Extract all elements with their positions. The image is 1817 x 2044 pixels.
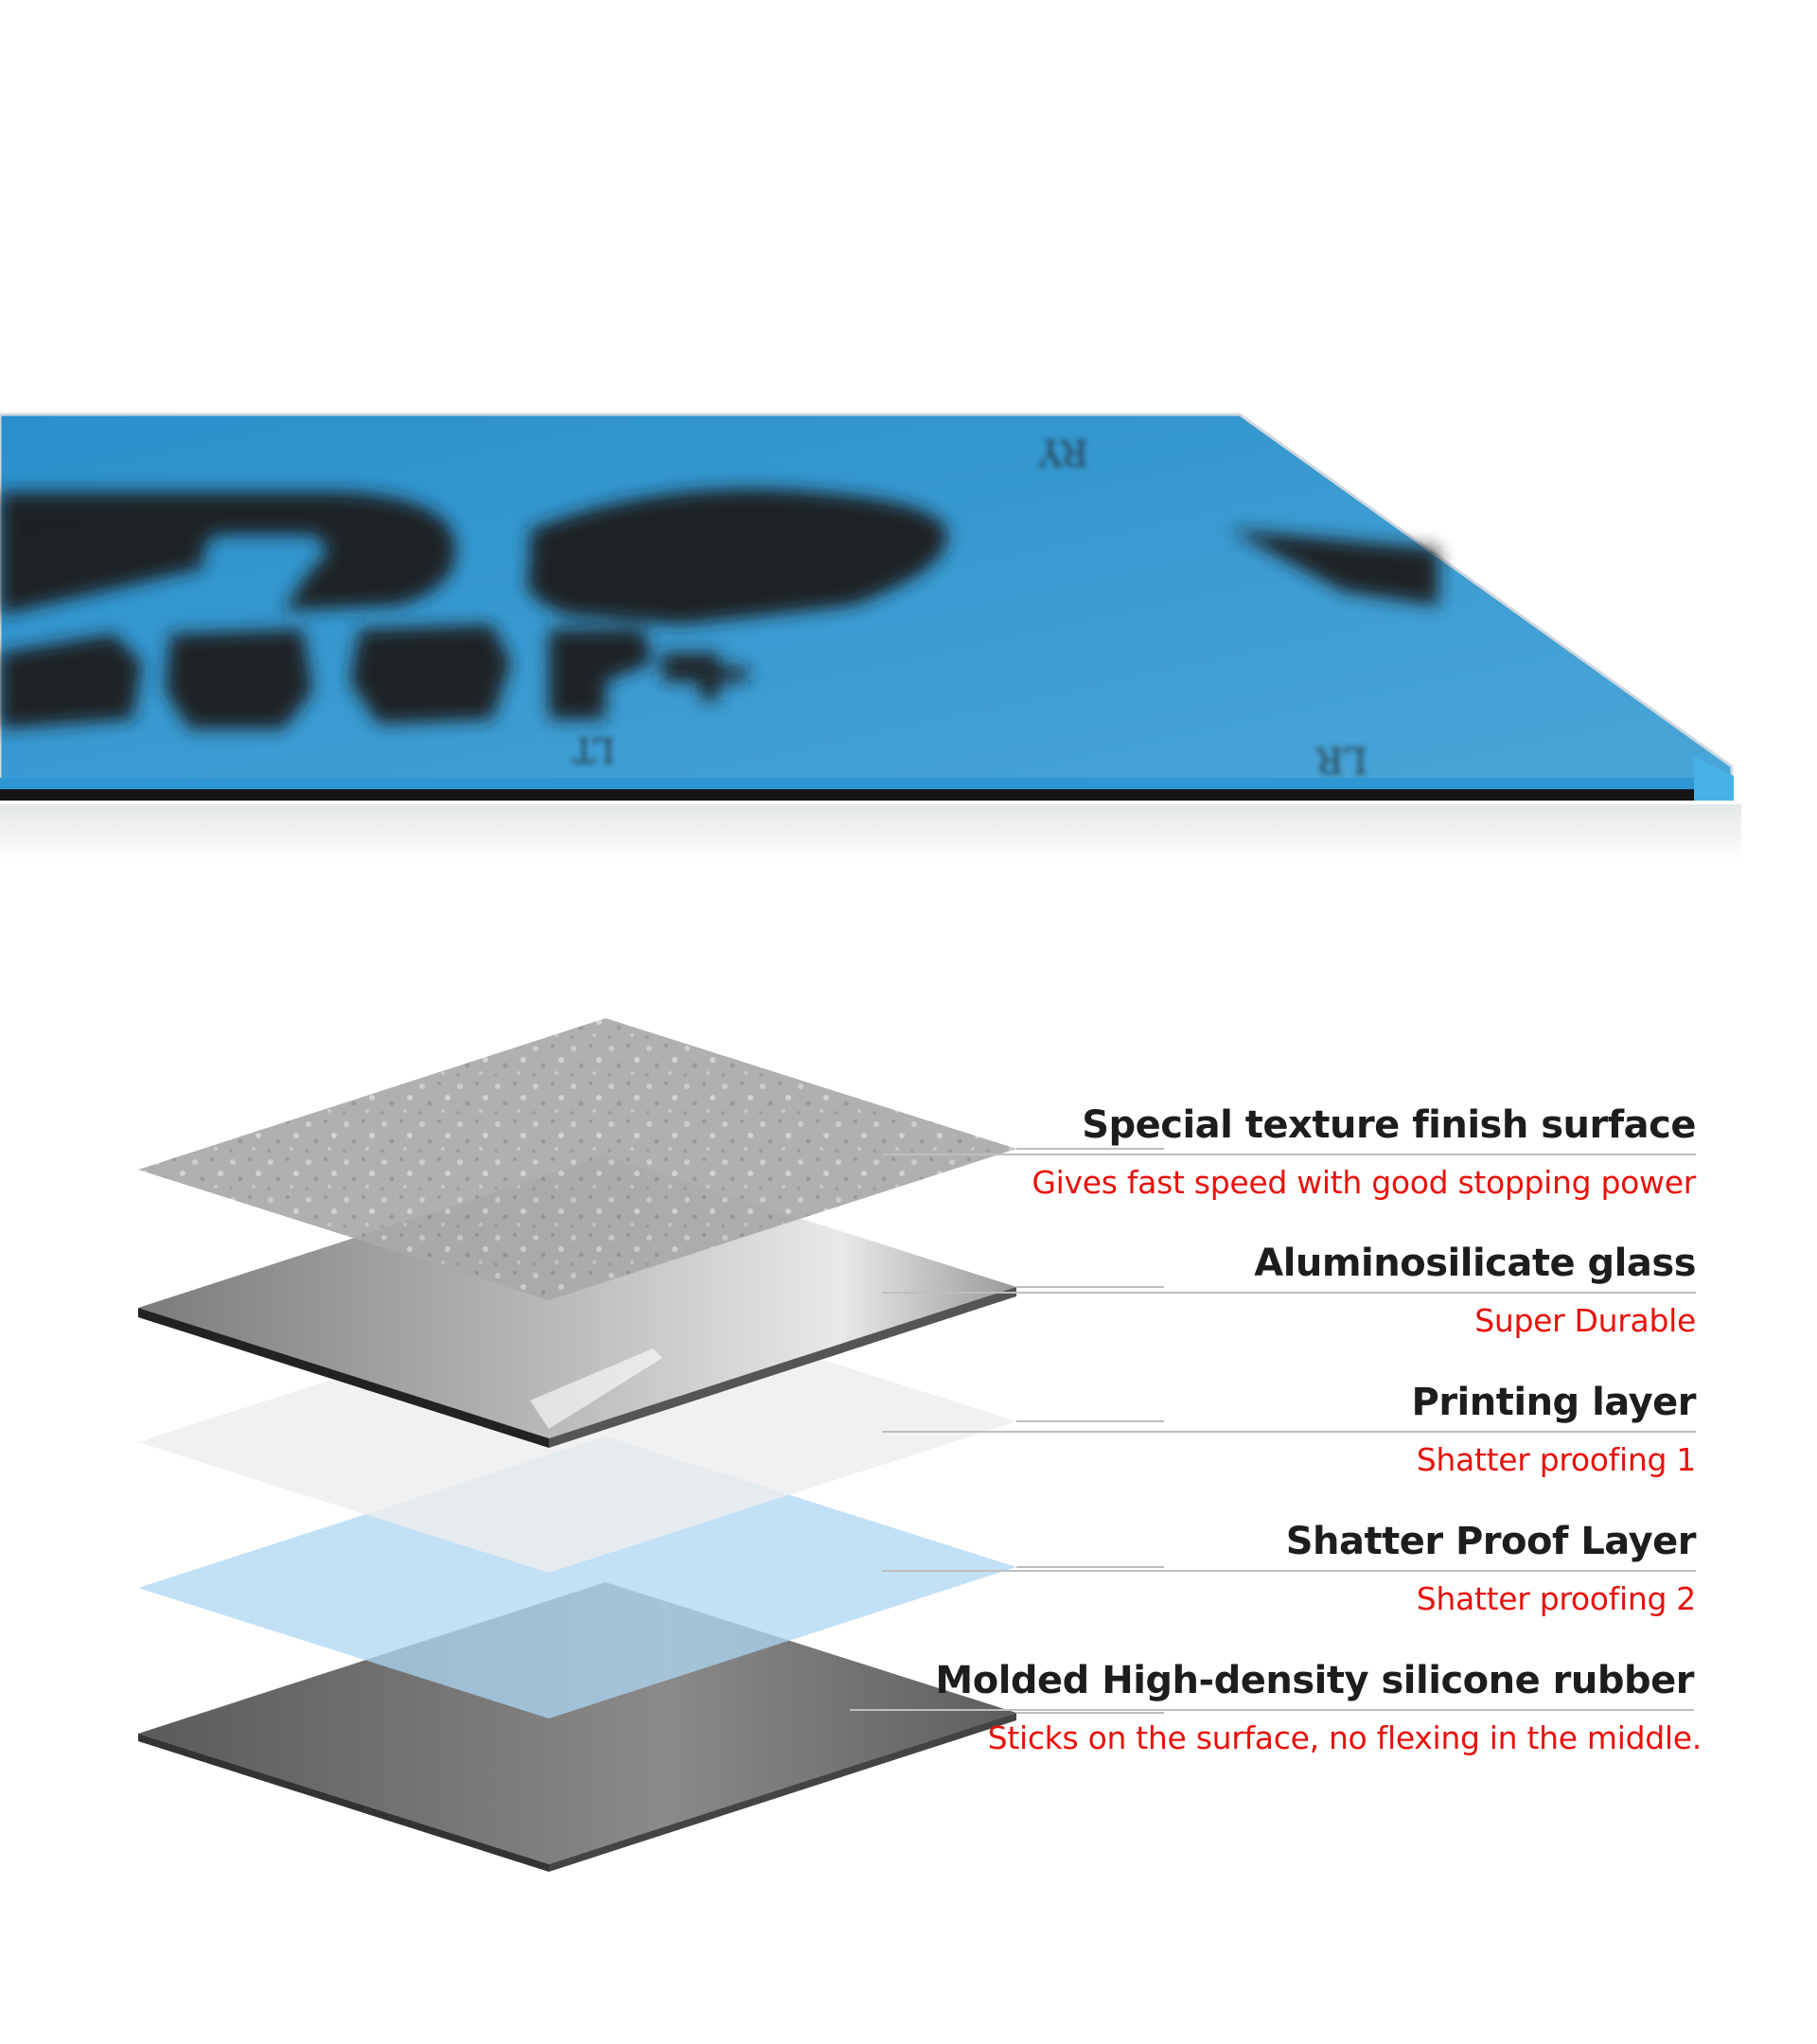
svg-text:LT: LT xyxy=(573,730,615,768)
layer-label-texture: Special texture finish surface Gives fas… xyxy=(882,1102,1697,1203)
divider xyxy=(882,1570,1696,1572)
layer-label-glass: Aluminosilicate glass Super Durable xyxy=(882,1241,1697,1341)
svg-text:RY: RY xyxy=(1038,432,1088,473)
leader-lines xyxy=(1016,1148,1164,1714)
product-photo: RY LT LR xyxy=(0,413,1741,861)
layer-subtitle: Shatter proofing 2 xyxy=(1416,1580,1697,1617)
mousepad-surface xyxy=(0,413,1734,793)
layer-shatter-proof xyxy=(138,1436,1016,1718)
layer-texture xyxy=(138,1018,1016,1300)
layer-subtitle: Super Durable xyxy=(1474,1302,1696,1339)
divider xyxy=(882,1292,1696,1294)
layer-label-printing: Printing layer Shatter proofing 1 xyxy=(882,1380,1697,1480)
layer-rubber xyxy=(138,1582,1016,1872)
layer-label-shatter-proof: Shatter Proof Layer Shatter proofing 2 xyxy=(882,1519,1697,1619)
layer-title: Shatter Proof Layer xyxy=(1285,1520,1697,1563)
layer-title: Printing layer xyxy=(1411,1381,1697,1424)
divider xyxy=(882,1431,1696,1433)
layer-title: Molded High-density silicone rubber xyxy=(935,1659,1694,1702)
layer-title: Special texture finish surface xyxy=(1082,1103,1696,1147)
layer-subtitle: Sticks on the surface, no flexing in the… xyxy=(987,1719,1702,1756)
layer-stack-diagram xyxy=(138,1018,1164,1872)
divider xyxy=(882,1154,1696,1155)
layer-subtitle: Shatter proofing 1 xyxy=(1416,1441,1697,1478)
layer-subtitle: Gives fast speed with good stopping powe… xyxy=(1032,1164,1696,1201)
layer-label-rubber: Molded High-density silicone rubber Stic… xyxy=(850,1658,1702,1758)
divider xyxy=(850,1709,1694,1711)
layer-title: Aluminosilicate glass xyxy=(1254,1242,1696,1285)
svg-text:LR: LR xyxy=(1315,739,1367,781)
layer-glass xyxy=(138,1156,1016,1448)
